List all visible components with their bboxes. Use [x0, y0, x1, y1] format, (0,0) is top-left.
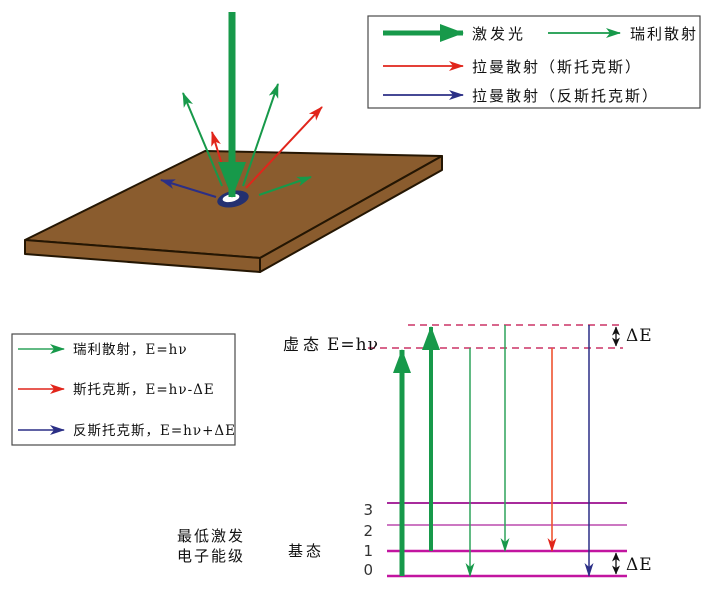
delta-e-bottom-label: ΔE — [626, 555, 653, 575]
stokes-legend-label: 拉曼散射（斯托克斯） — [472, 58, 642, 76]
level-2-label: 2 — [363, 522, 373, 540]
scattering-legend: 激发光 瑞利散射 拉曼散射（斯托克斯） 拉曼散射（反斯托克斯） — [367, 15, 701, 109]
anti-stokes-energy-legend-label: 反斯托克斯，E=hν+ΔE — [73, 423, 236, 439]
rayleigh-legend-label: 瑞利散射 — [630, 25, 698, 43]
virtual-state-formula: E=hν — [327, 335, 379, 355]
sample-surface-illustration — [24, 12, 443, 273]
energy-legend: 瑞利散射，E=hν 斯托克斯，E=hν-ΔE 反斯托克斯，E=hν+ΔE — [11, 333, 236, 446]
level-1-label: 1 — [363, 542, 373, 560]
rayleigh-surface-arrow — [258, 176, 312, 196]
anti-stokes-surface-arrow — [160, 179, 217, 198]
level-3-label: 3 — [363, 501, 373, 519]
excitation-legend-label: 激发光 — [472, 25, 526, 43]
slab-right-face — [259, 155, 443, 273]
delta-e-top-label: ΔE — [626, 326, 653, 346]
anti-stokes-legend-label: 拉曼散射（反斯托克斯） — [472, 87, 659, 105]
stokes-scatter-arrow-right — [245, 106, 323, 189]
electronic-level-label-line1: 最低激发 — [177, 527, 245, 545]
ground-state-label: 基态 — [288, 542, 324, 560]
level-0-label: 0 — [363, 561, 373, 579]
rayleigh-scatter-arrow-right — [242, 83, 279, 187]
rayleigh-scatter-arrow-left — [182, 92, 223, 187]
rayleigh-energy-legend-label: 瑞利散射，E=hν — [73, 342, 188, 358]
energy-level-diagram: 虚态 E=hν ΔE 3 2 1 0 基态 最低激发 电子能级 ΔE — [177, 324, 653, 579]
virtual-state-label: 虚态 — [283, 335, 323, 354]
stokes-energy-legend-label: 斯托克斯，E=hν-ΔE — [73, 382, 215, 398]
electronic-level-label-line2: 电子能级 — [177, 547, 245, 565]
